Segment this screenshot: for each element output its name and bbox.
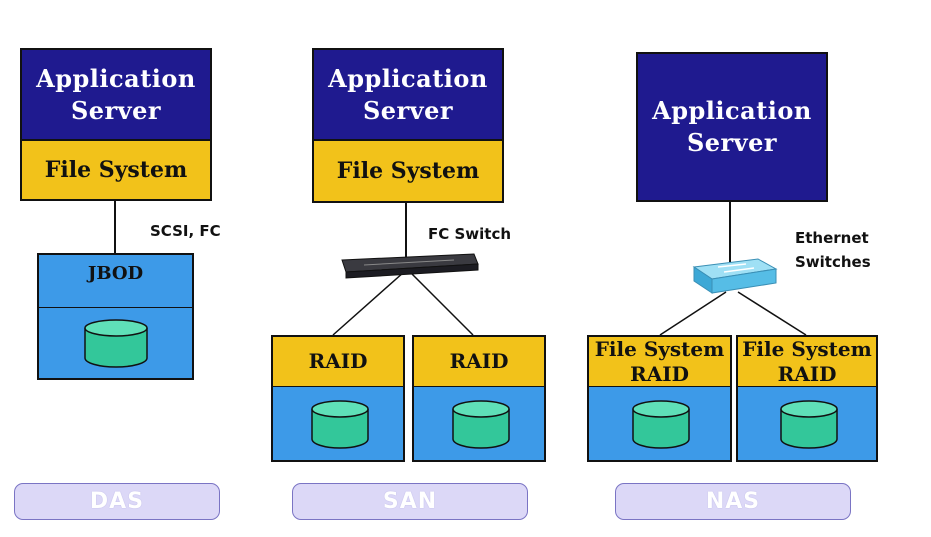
nas-left-disk-area	[587, 387, 732, 462]
san-switch-raid-left-line	[332, 271, 405, 336]
das-app-line1: Application	[36, 63, 196, 93]
disk-icon	[84, 319, 148, 368]
nas-app-line2: Server	[686, 128, 778, 157]
san-raid-right-disk-area	[412, 387, 546, 462]
nas-application-server: Application Server	[636, 52, 828, 202]
disk-icon	[452, 400, 510, 449]
fc-switch-icon	[341, 253, 479, 279]
fc-switch-label: FC Switch	[428, 225, 512, 243]
nas-switch-right-line	[737, 291, 807, 336]
disk-icon	[632, 400, 690, 449]
san-application-server: Application Server	[312, 48, 504, 141]
nas-right-fs-label: File System	[742, 336, 872, 361]
san-raid-right: RAID	[412, 335, 546, 387]
san-raid-left-disk-area	[271, 387, 405, 462]
das-application-server: Application Server	[20, 48, 212, 141]
disk-icon	[311, 400, 369, 449]
san-app-line1: Application	[328, 63, 488, 93]
san-file-system: File System	[312, 141, 504, 203]
nas-right-storage-head: File System RAID	[736, 335, 878, 387]
nas-left-storage-head: File System RAID	[587, 335, 732, 387]
nas-app-line1: Application	[652, 96, 812, 125]
ethernet-switches-label: Ethernet Switches	[795, 226, 871, 274]
ethernet-switch-icon	[692, 258, 778, 294]
san-switch-raid-right-line	[409, 271, 474, 336]
ethernet-label-line1: Ethernet	[795, 229, 869, 247]
ethernet-label-line2: Switches	[795, 253, 871, 271]
das-category-pill: DAS	[14, 483, 220, 520]
nas-switch-left-line	[659, 291, 727, 336]
disk-icon	[780, 400, 838, 449]
nas-right-disk-area	[736, 387, 878, 462]
das-link-label: SCSI, FC	[150, 222, 221, 240]
nas-category-pill: NAS	[615, 483, 851, 520]
das-app-line2: Server	[70, 95, 162, 125]
san-raid-left: RAID	[271, 335, 405, 387]
nas-left-fs-label: File System	[594, 336, 725, 361]
nas-right-raid-label: RAID	[777, 361, 837, 386]
das-file-system: File System	[20, 141, 212, 201]
san-app-line2: Server	[362, 95, 454, 125]
jbod-box: JBOD	[37, 253, 194, 308]
san-category-pill: SAN	[292, 483, 528, 520]
jbod-label: JBOD	[87, 263, 144, 284]
jbod-disk-area	[37, 308, 194, 380]
nas-left-raid-label: RAID	[630, 361, 689, 386]
